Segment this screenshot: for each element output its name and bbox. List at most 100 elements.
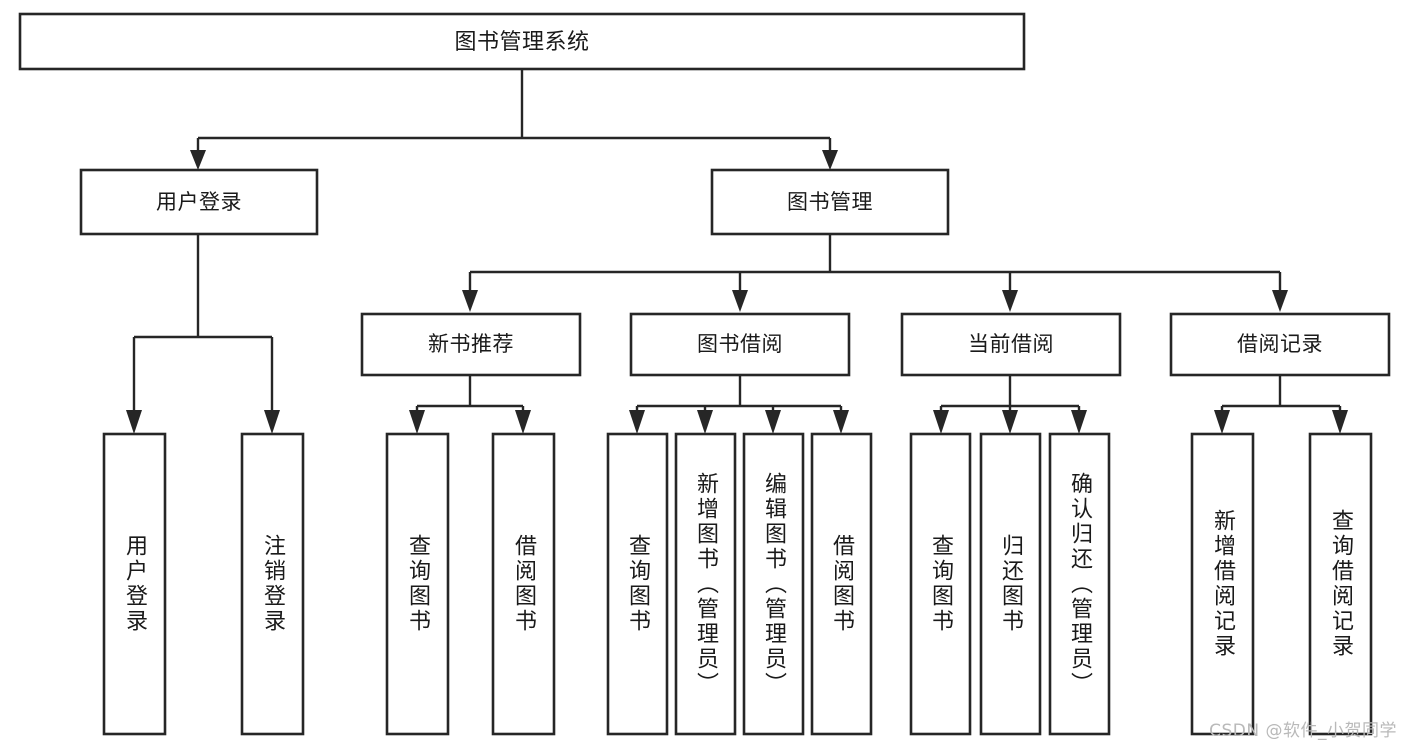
node-leaf-query-book-2-box[interactable] [606, 432, 669, 736]
node-leaf-add-book-label: 新增图书（管理员） [693, 471, 719, 697]
node-leaf-query-record-label: 查询借阅记录 [1328, 509, 1354, 659]
node-new-book-recommend-box[interactable] [360, 312, 582, 377]
csdn-watermark: CSDN @软件_小贺同学 [1209, 721, 1397, 741]
node-root-box[interactable] [18, 12, 1026, 71]
arrow-to-new-book-recommend [462, 290, 478, 312]
node-leaf-query-book-1-text-area: 查询图书 [405, 534, 431, 634]
node-leaf-query-book-3-box[interactable] [909, 432, 972, 736]
connector-layer [126, 69, 1348, 434]
node-leaf-borrow-book-2-text-area: 借阅图书 [829, 534, 855, 634]
node-leaf-user-logout-text-area: 注销登录 [260, 534, 286, 634]
arrow-to-current-borrow [1002, 290, 1018, 312]
node-leaf-edit-book-box[interactable] [742, 432, 805, 736]
node-leaf-borrow-book-1[interactable]: 借阅图书 [491, 432, 556, 736]
node-new-book-recommend-label: 新书推荐 [428, 332, 514, 356]
node-leaf-user-login-text-area: 用户登录 [122, 534, 148, 634]
node-current-borrow[interactable]: 当前借阅 [900, 312, 1122, 377]
node-new-book-recommend[interactable]: 新书推荐 [360, 312, 582, 377]
node-leaf-confirm-return-label: 确认归还（管理员） [1067, 471, 1093, 697]
arrow-to-leaf-query-record [1332, 410, 1348, 434]
arrow-to-leaf-borrow-book-2 [833, 410, 849, 434]
node-leaf-confirm-return-box[interactable] [1048, 432, 1111, 736]
node-leaf-confirm-return[interactable]: 确认归还（管理员） [1048, 432, 1111, 736]
node-user-login-box[interactable] [79, 168, 319, 236]
connector-current-borrow-to-leaves [939, 375, 1081, 414]
node-leaf-query-book-2[interactable]: 查询图书 [606, 432, 669, 736]
node-leaf-return-book-label: 归还图书 [998, 534, 1024, 634]
node-book-borrow-label: 图书借阅 [697, 332, 783, 356]
node-leaf-confirm-return-text-area: 确认归还（管理员） [1067, 471, 1093, 697]
node-current-borrow-label: 当前借阅 [968, 332, 1054, 356]
node-borrow-record-box[interactable] [1169, 312, 1391, 377]
arrow-to-borrow-record [1272, 290, 1288, 312]
node-leaf-add-book[interactable]: 新增图书（管理员） [674, 432, 737, 736]
connector-new-book-recommend-to-leaves [415, 375, 525, 414]
node-leaf-query-record-text-area: 查询借阅记录 [1328, 509, 1354, 659]
node-leaf-query-book-2-text-area: 查询图书 [625, 534, 651, 634]
node-leaf-borrow-book-2[interactable]: 借阅图书 [810, 432, 873, 736]
node-leaf-return-book-text-area: 归还图书 [998, 534, 1024, 634]
node-book-manage-label: 图书管理 [787, 190, 873, 214]
node-book-borrow-box[interactable] [629, 312, 851, 377]
connector-borrow-record-to-leaves [1220, 375, 1342, 414]
node-leaf-query-book-3-label: 查询图书 [928, 534, 954, 634]
node-leaf-add-book-text-area: 新增图书（管理员） [693, 471, 719, 697]
node-leaf-user-login-box[interactable] [102, 432, 167, 736]
node-leaf-borrow-book-2-box[interactable] [810, 432, 873, 736]
node-leaf-add-record-box[interactable] [1190, 432, 1255, 736]
node-leaf-add-book-box[interactable] [674, 432, 737, 736]
node-leaf-add-record-text-area: 新增借阅记录 [1210, 509, 1236, 659]
node-leaf-query-book-2-label: 查询图书 [625, 534, 651, 634]
node-user-login-label: 用户登录 [156, 190, 242, 214]
node-leaf-user-logout[interactable]: 注销登录 [240, 432, 305, 736]
node-leaf-return-book-box[interactable] [979, 432, 1042, 736]
arrow-to-book-borrow [732, 290, 748, 312]
node-leaf-query-book-1[interactable]: 查询图书 [385, 432, 450, 736]
node-leaf-query-book-1-label: 查询图书 [405, 534, 431, 634]
arrow-to-leaf-confirm-return [1071, 410, 1087, 434]
node-leaf-return-book[interactable]: 归还图书 [979, 432, 1042, 736]
node-borrow-record[interactable]: 借阅记录 [1169, 312, 1391, 377]
node-leaf-query-record[interactable]: 查询借阅记录 [1308, 432, 1373, 736]
node-leaf-borrow-book-2-label: 借阅图书 [829, 534, 855, 634]
node-root-label: 图书管理系统 [454, 30, 589, 55]
node-leaf-borrow-book-1-box[interactable] [491, 432, 556, 736]
connector-book-borrow-to-leaves [635, 375, 843, 414]
arrow-to-leaf-add-book [697, 410, 713, 434]
arrow-to-leaf-edit-book [765, 410, 781, 434]
node-leaf-query-book-3[interactable]: 查询图书 [909, 432, 972, 736]
node-leaf-add-record-label: 新增借阅记录 [1210, 509, 1236, 659]
node-leaf-edit-book[interactable]: 编辑图书（管理员） [742, 432, 805, 736]
node-leaf-user-logout-box[interactable] [240, 432, 305, 736]
node-leaf-query-book-3-text-area: 查询图书 [928, 534, 954, 634]
node-book-manage-box[interactable] [710, 168, 950, 236]
connector-user-login-to-leaves [132, 233, 274, 414]
node-leaf-query-record-box[interactable] [1308, 432, 1373, 736]
arrow-to-leaf-query-book-2 [629, 410, 645, 434]
node-leaf-borrow-book-1-text-area: 借阅图书 [511, 534, 537, 634]
arrow-to-leaf-borrow-book-1 [515, 410, 531, 434]
node-leaf-edit-book-label: 编辑图书（管理员） [761, 471, 787, 697]
node-user-login[interactable]: 用户登录 [79, 168, 319, 236]
arrow-to-leaf-add-record [1214, 410, 1230, 434]
connector-root-to-level2 [196, 69, 832, 158]
arrow-to-leaf-query-book-1 [409, 410, 425, 434]
arrow-to-user-login [190, 150, 206, 170]
arrow-to-book-manage [822, 150, 838, 170]
node-book-manage[interactable]: 图书管理 [710, 168, 950, 236]
node-book-borrow[interactable]: 图书借阅 [629, 312, 851, 377]
arrow-to-leaf-user-logout [264, 410, 280, 434]
arrow-to-leaf-user-login [126, 410, 142, 434]
node-leaf-user-login-label: 用户登录 [122, 534, 148, 634]
node-leaf-user-login[interactable]: 用户登录 [102, 432, 167, 736]
node-current-borrow-box[interactable] [900, 312, 1122, 377]
node-leaf-user-logout-label: 注销登录 [260, 534, 286, 634]
node-leaf-borrow-book-1-label: 借阅图书 [511, 534, 537, 634]
node-leaf-add-record[interactable]: 新增借阅记录 [1190, 432, 1255, 736]
arrow-to-leaf-query-book-3 [933, 410, 949, 434]
node-leaf-query-book-1-box[interactable] [385, 432, 450, 736]
node-root[interactable]: 图书管理系统 [18, 12, 1026, 71]
node-leaf-edit-book-text-area: 编辑图书（管理员） [761, 471, 787, 697]
